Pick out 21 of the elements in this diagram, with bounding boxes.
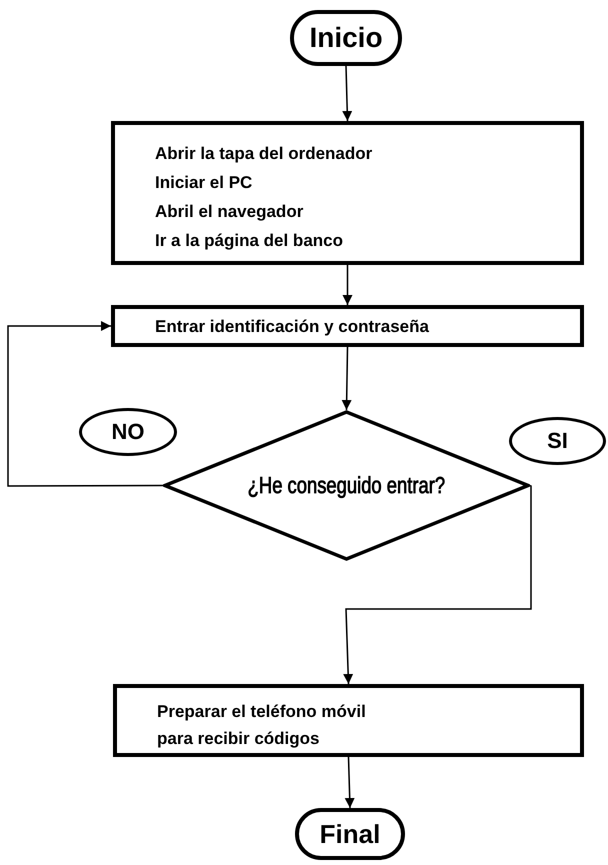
node-text: SI xyxy=(547,428,568,454)
node-text: Inicio xyxy=(309,22,383,54)
node-text: ¿He conseguido entrar? xyxy=(248,472,446,499)
process-box xyxy=(111,121,584,265)
node-text: Entrar identificación y contraseña xyxy=(155,317,430,337)
end-terminal xyxy=(295,808,405,860)
node-text: Preparar el teléfono móvil para recibir códigos xyxy=(157,701,367,750)
arrow xyxy=(7,321,163,487)
arrow xyxy=(342,265,352,305)
node-text: Final xyxy=(320,818,380,850)
arrow xyxy=(342,346,352,410)
node-text: Ir a la página del banco xyxy=(155,230,344,252)
arrow xyxy=(344,756,355,808)
node-text: Iniciar el PC xyxy=(155,172,254,194)
node-text: Abril el navegador xyxy=(155,201,304,223)
node-text: NO xyxy=(112,419,144,445)
process-box xyxy=(111,305,584,347)
arrow xyxy=(342,66,352,122)
process-box xyxy=(113,684,584,757)
node-text: Abrir la tapa del ordenador xyxy=(155,143,374,165)
arrow xyxy=(343,485,532,684)
